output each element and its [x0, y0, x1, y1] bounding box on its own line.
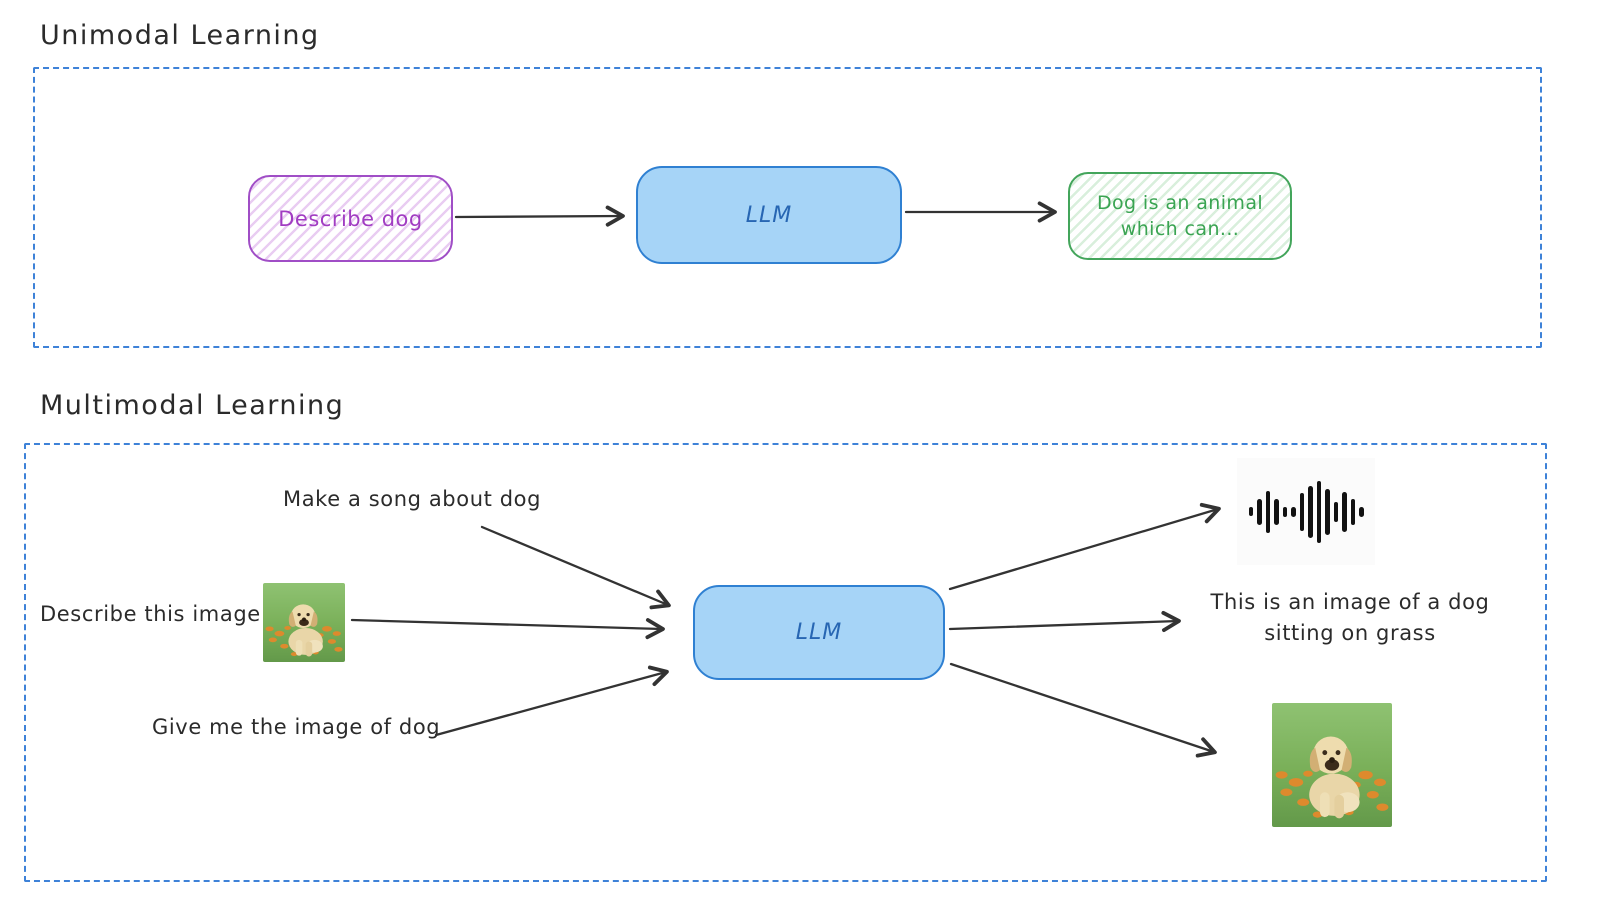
wave-bar: [1308, 485, 1313, 538]
wave-bar: [1325, 488, 1330, 535]
multimodal-input-image-prompt: Give me the image of dog: [152, 715, 441, 739]
wave-bar: [1350, 498, 1355, 525]
unimodal-output-label: Dog is an animal which can...: [1097, 190, 1263, 242]
multimodal-input-describe-prompt: Describe this image: [40, 602, 261, 626]
wave-bar: [1257, 498, 1262, 525]
multimodal-output-text-line1: This is an image of a dog: [1210, 590, 1490, 614]
unimodal-output-node: Dog is an animal which can...: [1068, 172, 1292, 260]
wave-bar: [1265, 490, 1270, 533]
unimodal-section-title: Unimodal Learning: [40, 20, 320, 51]
wave-bar: [1316, 480, 1321, 543]
wave-bar: [1333, 501, 1338, 522]
dog-photo-input-art: [263, 583, 345, 662]
wave-bar: [1342, 491, 1347, 532]
unimodal-llm-label: LLM: [745, 202, 793, 228]
wave-bar: [1299, 492, 1304, 531]
dog-photo-input: [263, 583, 345, 662]
multimodal-input-song-prompt: Make a song about dog: [283, 487, 542, 511]
unimodal-llm-node: LLM: [636, 166, 902, 264]
dog-photo-output-art: [1272, 703, 1392, 827]
wave-bar: [1274, 498, 1279, 525]
multimodal-section-title: Multimodal Learning: [40, 390, 345, 421]
wave-bar: [1282, 506, 1287, 517]
audio-waveform-icon: [1237, 458, 1375, 565]
wave-bar: [1359, 506, 1364, 517]
multimodal-frame: [24, 443, 1547, 882]
unimodal-output-line2: which can...: [1120, 218, 1240, 240]
wave-bar: [1248, 507, 1253, 516]
unimodal-input-node: Describe dog: [248, 175, 453, 262]
unimodal-output-line1: Dog is an animal: [1096, 192, 1264, 214]
puppy: [1309, 736, 1360, 819]
unimodal-input-label: Describe dog: [278, 206, 423, 231]
wave-bar: [1291, 506, 1296, 517]
multimodal-llm-node: LLM: [693, 585, 945, 680]
puppy: [288, 604, 323, 657]
multimodal-output-text: This is an image of a dog sitting on gra…: [1190, 587, 1510, 649]
unimodal-frame: [33, 67, 1542, 348]
multimodal-output-text-line2: sitting on grass: [1264, 621, 1436, 645]
multimodal-llm-label: LLM: [795, 620, 843, 645]
dog-photo-output: [1272, 703, 1392, 827]
